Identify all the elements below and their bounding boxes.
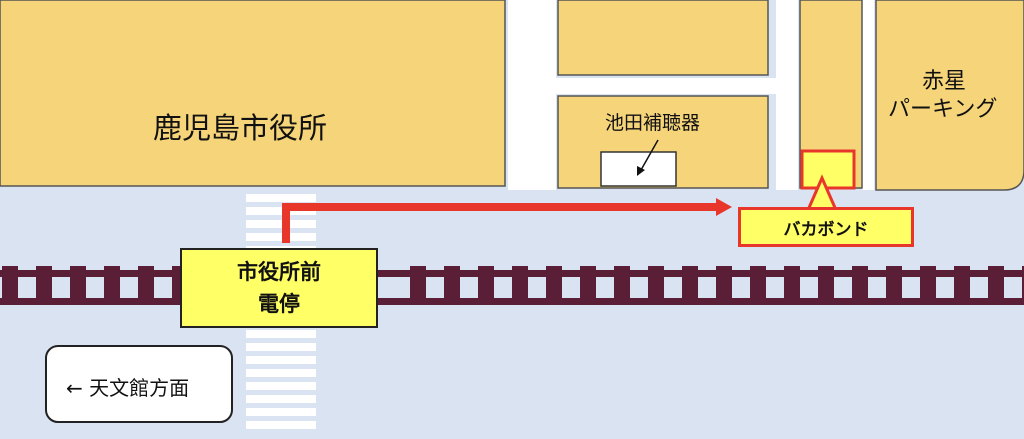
- route-line: [282, 203, 716, 243]
- destination-callout: バカボンド: [738, 207, 914, 247]
- direction-sign-box: [45, 345, 233, 423]
- street-vertical-left: [508, 0, 556, 190]
- entrance-pointer-arrowhead: [637, 166, 645, 176]
- crosswalk-small: [512, 166, 551, 186]
- city-hall-building: [0, 0, 506, 187]
- city-hall-label: 鹿児島市役所: [153, 111, 328, 145]
- street-vertical-right: [776, 0, 798, 190]
- entrance-pointer-arrow: [640, 139, 659, 171]
- street-vertical-far: [862, 0, 874, 190]
- street-horizontal-top: [556, 78, 776, 94]
- destination-label: バカボンド: [783, 219, 869, 240]
- tram-stop-suffix: 電停: [258, 292, 300, 316]
- hearing-aid-shop-label: 池田補聴器: [605, 112, 701, 134]
- destination-marker: [800, 149, 856, 190]
- building-top-middle: [557, 0, 769, 76]
- tram-stop-name: 市役所前: [237, 260, 321, 284]
- route-arrowhead: [716, 198, 732, 216]
- track-rail: [0, 270, 1024, 277]
- track-rail: [0, 298, 1024, 305]
- track-tie: [1022, 266, 1024, 304]
- tram-stop-box: 市役所前 電停: [180, 248, 378, 328]
- parking-label-line1: 赤星: [922, 69, 967, 94]
- direction-sign-label: ← 天文館方面: [66, 376, 190, 400]
- tram-tracks: [0, 266, 1024, 305]
- parking-label-line2: パーキング: [888, 97, 998, 122]
